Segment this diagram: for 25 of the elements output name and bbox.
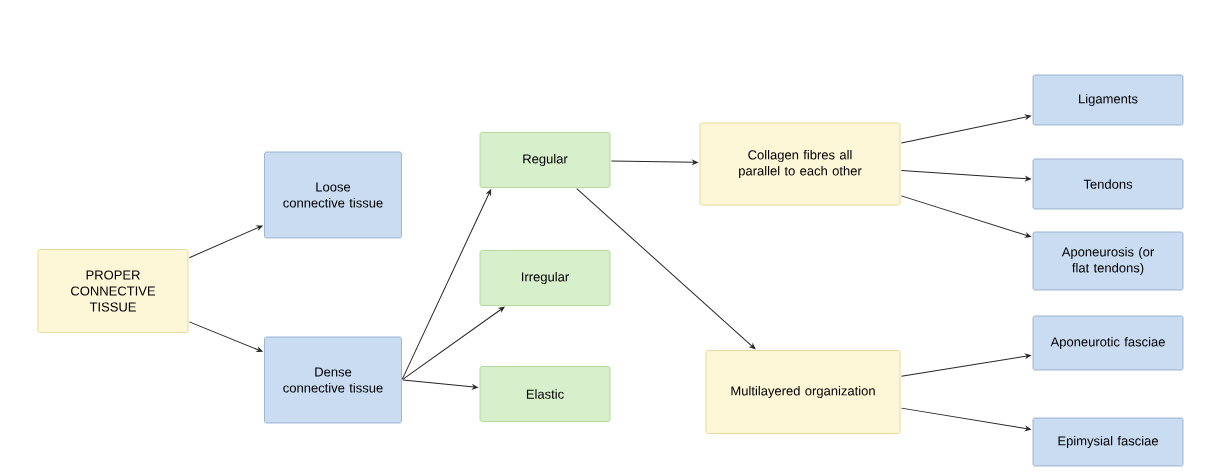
arrow (401, 189, 492, 380)
category-box: Aponeurosis (or flat tendons) (1032, 231, 1184, 291)
arrow (188, 225, 263, 259)
category-box: Irregular (479, 250, 611, 306)
category-box: Dense connective tissue (264, 336, 402, 424)
category-box: Regular (479, 132, 611, 188)
arrow (900, 353, 1031, 377)
arrow (402, 379, 478, 390)
category-box: Aponeurotic fasciae (1032, 315, 1184, 371)
category-box: Ligaments (1032, 74, 1184, 126)
category-box: Epimysial fasciae (1032, 417, 1184, 467)
arrow (900, 195, 1031, 238)
category-box: Tendons (1032, 158, 1184, 210)
category-box: Collagen fibres all parallel to each other (699, 122, 901, 206)
arrow (610, 160, 698, 165)
category-box: Loose connective tissue (264, 151, 402, 239)
category-box: Elastic (479, 366, 611, 422)
arrow (900, 114, 1031, 144)
arrow (188, 321, 263, 352)
arrow (900, 407, 1031, 431)
arrow (402, 306, 505, 380)
category-box: PROPER CONNECTIVE TISSUE (37, 249, 189, 333)
arrow (576, 188, 756, 350)
category-box: Multilayered organization (705, 350, 901, 434)
arrow (900, 170, 1031, 182)
